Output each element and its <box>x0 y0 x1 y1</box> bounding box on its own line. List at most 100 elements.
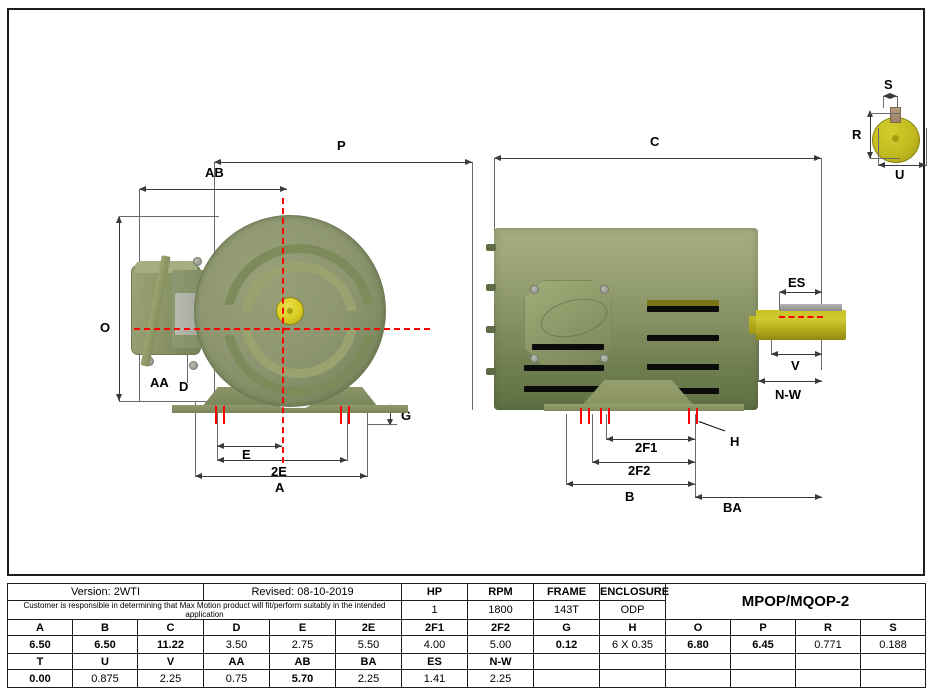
dim-label-b: B <box>625 489 635 504</box>
dim-label-e: E <box>242 447 251 462</box>
mount-tick <box>688 408 690 424</box>
dim-value-empty <box>730 669 796 688</box>
dim-label-ba: BA <box>723 500 742 515</box>
centerline-shaft <box>779 316 823 318</box>
cooling-rib <box>486 368 496 375</box>
dim-line-c <box>494 158 821 159</box>
dim-header-s: S <box>859 619 927 636</box>
shaft-end-illustration <box>845 82 933 187</box>
dim-arrow-2f1-left <box>606 435 613 442</box>
dim-value-g: 0.12 <box>533 635 600 654</box>
ext-line-p-right <box>472 162 473 410</box>
centerline-vertical-front <box>282 198 284 463</box>
dim-arrow-r-top <box>866 110 873 117</box>
header-rpm: RPM <box>467 583 534 601</box>
mount-tick <box>340 406 342 424</box>
mount-tick <box>588 408 590 424</box>
shaft-center-dot <box>287 308 293 314</box>
dim-arrow-b-right <box>688 480 695 487</box>
dim-header-ab: AB <box>269 653 336 670</box>
header-hp: HP <box>401 583 468 601</box>
value-enclosure: ODP <box>599 600 666 620</box>
dim-value-2e: 5.50 <box>335 635 402 654</box>
dim-header-empty <box>533 653 600 670</box>
dim-header-r: R <box>795 619 861 636</box>
table-row-version: Version: 2WTI Revised: 08-10-2019 HP RPM… <box>7 583 927 620</box>
dim-value-r: 0.771 <box>795 635 861 654</box>
dim-label-2e: 2E <box>271 464 287 479</box>
junction-box-bolt <box>189 361 198 370</box>
dim-value-t: 0.00 <box>7 669 73 688</box>
ext-line-u-right <box>926 128 927 166</box>
junction-box-bolt <box>193 257 202 266</box>
dim-line-r <box>870 113 871 158</box>
dim-arrow-p-left <box>214 158 221 165</box>
ext-line-o-top <box>119 216 219 217</box>
dim-header-aa: AA <box>203 653 270 670</box>
ext-line-s-left <box>883 96 884 108</box>
dim-arrow-ab-left <box>139 185 146 192</box>
dim-line-v <box>771 354 822 355</box>
dim-arrow-v-right <box>815 350 822 357</box>
dim-line-a <box>195 476 367 477</box>
dim-arrow-s-left <box>883 92 890 99</box>
ext-line-s-right <box>897 96 898 108</box>
terminal-box-plate <box>524 280 612 366</box>
dim-arrow-e-right <box>275 442 282 449</box>
dim-value-s: 0.188 <box>859 635 927 654</box>
dim-label-aa: AA <box>150 375 169 390</box>
dim-label-nw: N-W <box>775 387 801 402</box>
dim-header-n-w: N-W <box>467 653 534 670</box>
dim-arrow-nw-left <box>758 377 765 384</box>
dim-header-g: G <box>533 619 600 636</box>
dim-label-c: C <box>650 134 660 149</box>
dim-arrow-r-bottom <box>866 152 873 159</box>
ext-line-o-bottom <box>119 401 284 402</box>
ext-line-nw-left <box>758 310 759 382</box>
dim-label-v: V <box>791 358 800 373</box>
dim-arrow-2e-left <box>217 456 224 463</box>
dim-header-2e: 2E <box>335 619 402 636</box>
spec-table: Version: 2WTI Revised: 08-10-2019 HP RPM… <box>7 583 927 688</box>
motor-side-illustration <box>486 228 846 430</box>
title-block: Version: 2WTI Revised: 08-10-2019 HP RPM… <box>7 583 927 688</box>
dim-value-b: 6.50 <box>72 635 138 654</box>
cooling-rib <box>486 244 496 251</box>
dim-value-ab: 5.70 <box>269 669 336 688</box>
mount-tick <box>223 406 225 424</box>
dim-header-v: V <box>137 653 204 670</box>
model-name: MPOP/MQOP-2 <box>664 583 927 620</box>
dim-line-p <box>214 162 472 163</box>
dim-arrow-a-right <box>360 472 367 479</box>
dim-label-r: R <box>852 127 862 142</box>
dim-header-o: O <box>665 619 731 636</box>
ext-line-g-bottom <box>367 424 397 425</box>
dim-arrow-2f1-right <box>688 435 695 442</box>
dim-header-2f2: 2F2 <box>467 619 534 636</box>
shaft-keyway <box>780 304 842 311</box>
dim-label-u: U <box>895 167 905 182</box>
mount-tick <box>580 408 582 424</box>
dim-line-2f1 <box>606 439 695 440</box>
dim-line-2f2 <box>592 462 695 463</box>
dim-arrow-b-left <box>566 480 573 487</box>
dim-arrow-2e-right <box>340 456 347 463</box>
dim-arrow-es-left <box>779 288 786 295</box>
cooling-rib <box>486 326 496 333</box>
dim-arrow-s-right <box>890 92 897 99</box>
cooling-rib <box>486 284 496 291</box>
dim-header-a: A <box>7 619 73 636</box>
dim-value-empty <box>859 669 927 688</box>
dim-line-ba <box>695 497 822 498</box>
dim-arrow-u-left <box>878 161 885 168</box>
dim-value-empty <box>795 669 861 688</box>
dim-line-g <box>390 407 391 425</box>
dim-header-t: T <box>7 653 73 670</box>
dim-label-2f2: 2F2 <box>628 463 651 478</box>
motor-front-illustration <box>127 215 408 430</box>
dim-header-p: P <box>730 619 796 636</box>
dim-value-a: 6.50 <box>7 635 73 654</box>
